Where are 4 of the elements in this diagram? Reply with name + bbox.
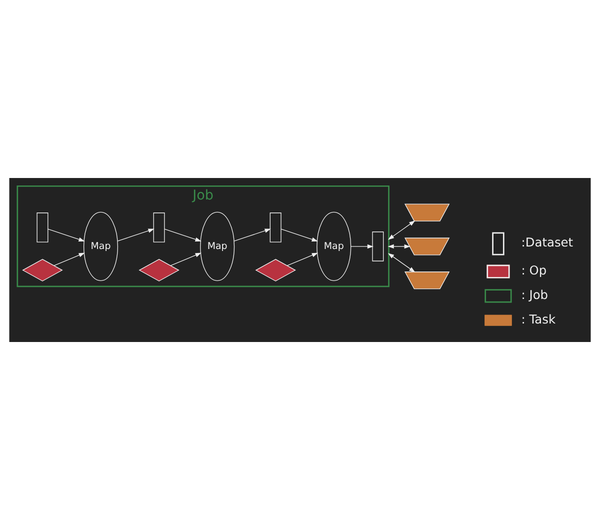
legend-label: : Op bbox=[521, 264, 547, 278]
legend-label: :Dataset bbox=[521, 236, 574, 250]
legend-label: : Job bbox=[521, 288, 548, 302]
legend-label: : Task bbox=[521, 312, 556, 326]
